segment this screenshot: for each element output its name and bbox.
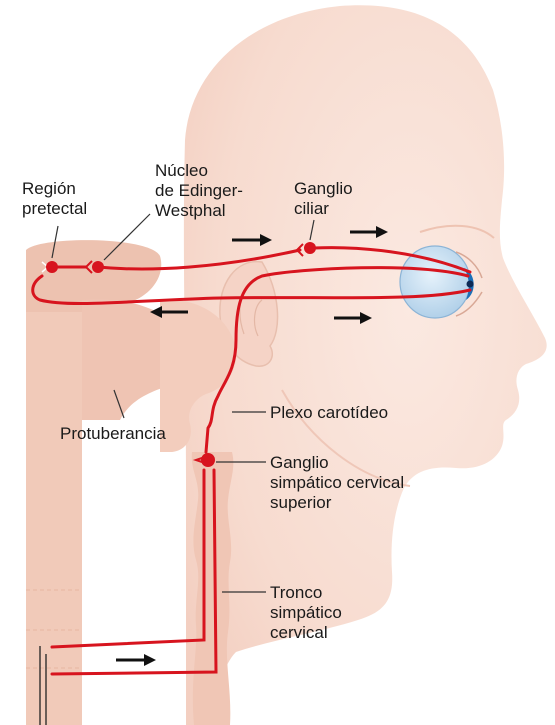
pretectal-nucleus: [46, 261, 58, 273]
edinger-westphal-nucleus: [92, 261, 104, 273]
eyeball: [400, 246, 470, 318]
arrow-right-4: [116, 654, 156, 666]
label-ganglio-ciliar: Ganglio ciliar: [294, 179, 353, 219]
head-silhouette: [184, 5, 547, 725]
label-ganglio-simpatico: Ganglio simpático cervical superior: [270, 453, 404, 513]
ciliary-ganglion: [304, 242, 316, 254]
pupil: [467, 281, 474, 288]
label-tronco-simpatico: Tronco simpático cervical: [270, 583, 342, 643]
label-edinger-westphal: Núcleo de Edinger- Westphal: [155, 161, 243, 221]
label-region-pretectal: Región pretectal: [22, 179, 87, 219]
spinal-column: [26, 270, 82, 725]
superior-cervical-ganglion: [201, 453, 215, 467]
label-protuberancia: Protuberancia: [60, 424, 166, 444]
label-plexo-carotideo: Plexo carotídeo: [270, 403, 388, 423]
